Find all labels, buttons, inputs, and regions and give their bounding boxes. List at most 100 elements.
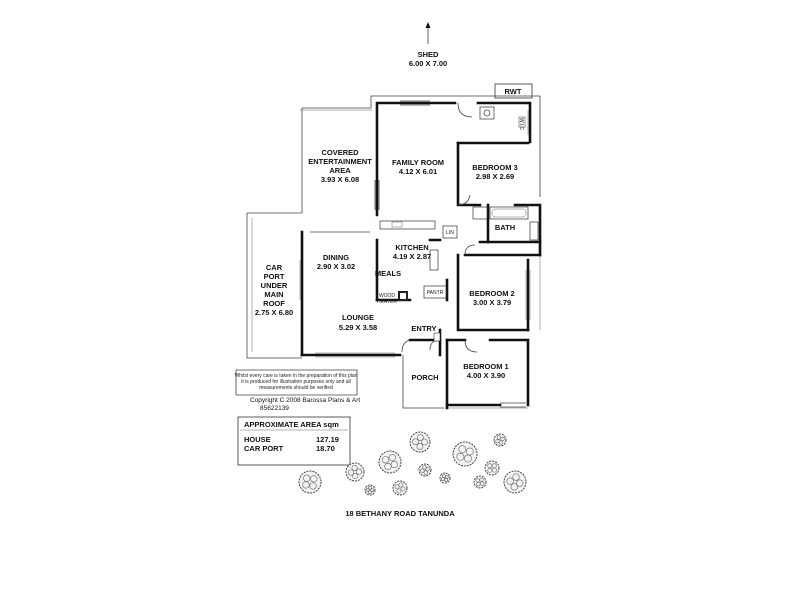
wood-heater-label-2: HEATER xyxy=(377,299,397,305)
shrub-detail xyxy=(394,484,400,490)
lounge-name: LOUNGE xyxy=(342,313,374,322)
entry-name: ENTRY xyxy=(411,324,436,333)
covered-line1: COVERED xyxy=(321,148,359,157)
shrub-detail xyxy=(479,477,484,482)
shrub-detail xyxy=(351,464,358,471)
shrub-detail xyxy=(456,452,465,461)
shrub-detail xyxy=(423,470,428,475)
shrub-detail xyxy=(370,488,375,492)
wic-label: W.I.C xyxy=(518,118,524,131)
shrub-detail xyxy=(516,479,524,487)
shrub-detail xyxy=(384,462,392,471)
carport-line3: UNDER xyxy=(261,281,288,290)
shrub-icon xyxy=(439,472,451,484)
covered-line3: AREA xyxy=(329,166,351,175)
fixtures xyxy=(379,106,539,342)
north-arrow-icon xyxy=(425,22,431,44)
kitchen-dims: 4.19 X 2.87 xyxy=(393,252,431,261)
shrub-icon xyxy=(345,462,365,482)
lounge-dims: 5.29 X 3.58 xyxy=(339,323,377,332)
shrub-detail xyxy=(487,467,493,473)
shed-label: SHED xyxy=(418,50,439,59)
family-room-name: FAMILY ROOM xyxy=(392,158,444,167)
outline-thin xyxy=(235,95,541,409)
family-room-dims: 4.12 X 6.01 xyxy=(399,167,437,176)
shrub-detail xyxy=(487,463,493,469)
shrub-detail xyxy=(480,481,485,486)
door-swings xyxy=(401,102,478,353)
address: 18 BETHANY ROAD TANUNDA xyxy=(345,509,455,518)
rwt-label: RWT xyxy=(505,87,522,96)
shrub-icon xyxy=(418,463,432,477)
shrub-detail xyxy=(302,481,310,489)
carport-line4: MAIN xyxy=(264,290,283,299)
bedroom3-dims: 2.98 X 2.69 xyxy=(476,172,514,181)
area-row-carport-label: CAR PORT xyxy=(244,444,284,453)
shrub-detail xyxy=(491,463,497,469)
shrub-icon xyxy=(298,470,322,494)
shrub-icon xyxy=(392,480,408,496)
shrub-detail xyxy=(425,467,430,472)
pantry-label: PANTR xyxy=(427,290,444,296)
area-row-carport-value: 18.70 xyxy=(316,444,335,453)
lin-label: LIN xyxy=(446,230,454,236)
walls xyxy=(300,101,542,410)
shrub-detail xyxy=(444,478,448,482)
covered-line2: ENTERTAINMENT xyxy=(308,157,372,166)
shrub-detail xyxy=(356,468,363,475)
shrub-detail xyxy=(368,485,372,490)
disclaimer-line3: measurements should be verified xyxy=(259,385,333,391)
shrub-detail xyxy=(458,445,467,454)
shrub-detail xyxy=(347,469,354,476)
shrub-detail xyxy=(510,483,518,491)
shrub-icon xyxy=(473,475,487,489)
shrub-detail xyxy=(512,473,520,481)
bedroom1-dims: 4.00 X 3.90 xyxy=(467,371,505,380)
dining-name: DINING xyxy=(323,253,349,262)
shrubs-icon xyxy=(298,431,527,496)
kitchen-name: KITCHEN xyxy=(395,243,428,252)
shrub-detail xyxy=(441,477,445,481)
shrub-detail xyxy=(498,440,503,445)
shrub-icon xyxy=(364,484,376,496)
copyright-line2: 85622139 xyxy=(260,405,289,412)
wood-heater-label-1: WOOD xyxy=(379,293,395,299)
disclaimer-line2: it is produced for illustration purposes… xyxy=(241,379,351,385)
shed-dims: 6.00 X 7.00 xyxy=(409,59,447,68)
shrub-detail xyxy=(464,454,472,463)
shrub-icon xyxy=(503,470,527,494)
shrub-detail xyxy=(496,435,502,440)
dining-dims: 2.90 X 3.02 xyxy=(317,262,355,271)
porch-name: PORCH xyxy=(411,373,438,382)
shrub-icon xyxy=(409,431,431,453)
disclaimer: Whilst every care is taken in the prepar… xyxy=(235,373,358,391)
shrub-detail xyxy=(310,475,318,483)
shrub-detail xyxy=(365,487,370,492)
area-row-house-label: HOUSE xyxy=(244,435,271,444)
shrub-icon xyxy=(452,441,478,467)
meals-name: MEALS xyxy=(375,269,401,278)
carport-line2: PORT xyxy=(264,272,285,281)
bedroom2-name: BEDROOM 2 xyxy=(469,289,514,298)
disclaimer-line1: Whilst every care is taken in the prepar… xyxy=(235,373,358,379)
carport-line5: ROOF xyxy=(263,299,285,308)
bedroom3-name: BEDROOM 3 xyxy=(472,163,517,172)
fixture-labels: WOOD HEATER PANTR LIN W.I.C xyxy=(377,118,524,305)
shrub-detail xyxy=(309,482,317,490)
area-row-house-value: 127.19 xyxy=(316,435,339,444)
shrub-detail xyxy=(420,468,425,473)
shrub-detail xyxy=(381,456,390,464)
shrub-detail xyxy=(412,438,419,446)
carport-dims: 2.75 X 6.80 xyxy=(255,308,293,317)
shrub-detail xyxy=(500,436,505,442)
shrub-detail xyxy=(442,474,446,478)
shrub-detail xyxy=(506,477,514,485)
area-table: APPROXIMATE AREA sqm HOUSE 127.19 CAR PO… xyxy=(237,416,351,466)
room-labels: COVERED ENTERTAINMENT AREA 3.93 X 6.08 F… xyxy=(255,148,518,382)
shrub-detail xyxy=(390,460,398,469)
shrub-detail xyxy=(421,438,428,446)
shrub-icon xyxy=(378,450,402,474)
shrub-detail xyxy=(400,486,406,492)
bedroom1-name: BEDROOM 1 xyxy=(463,362,508,371)
